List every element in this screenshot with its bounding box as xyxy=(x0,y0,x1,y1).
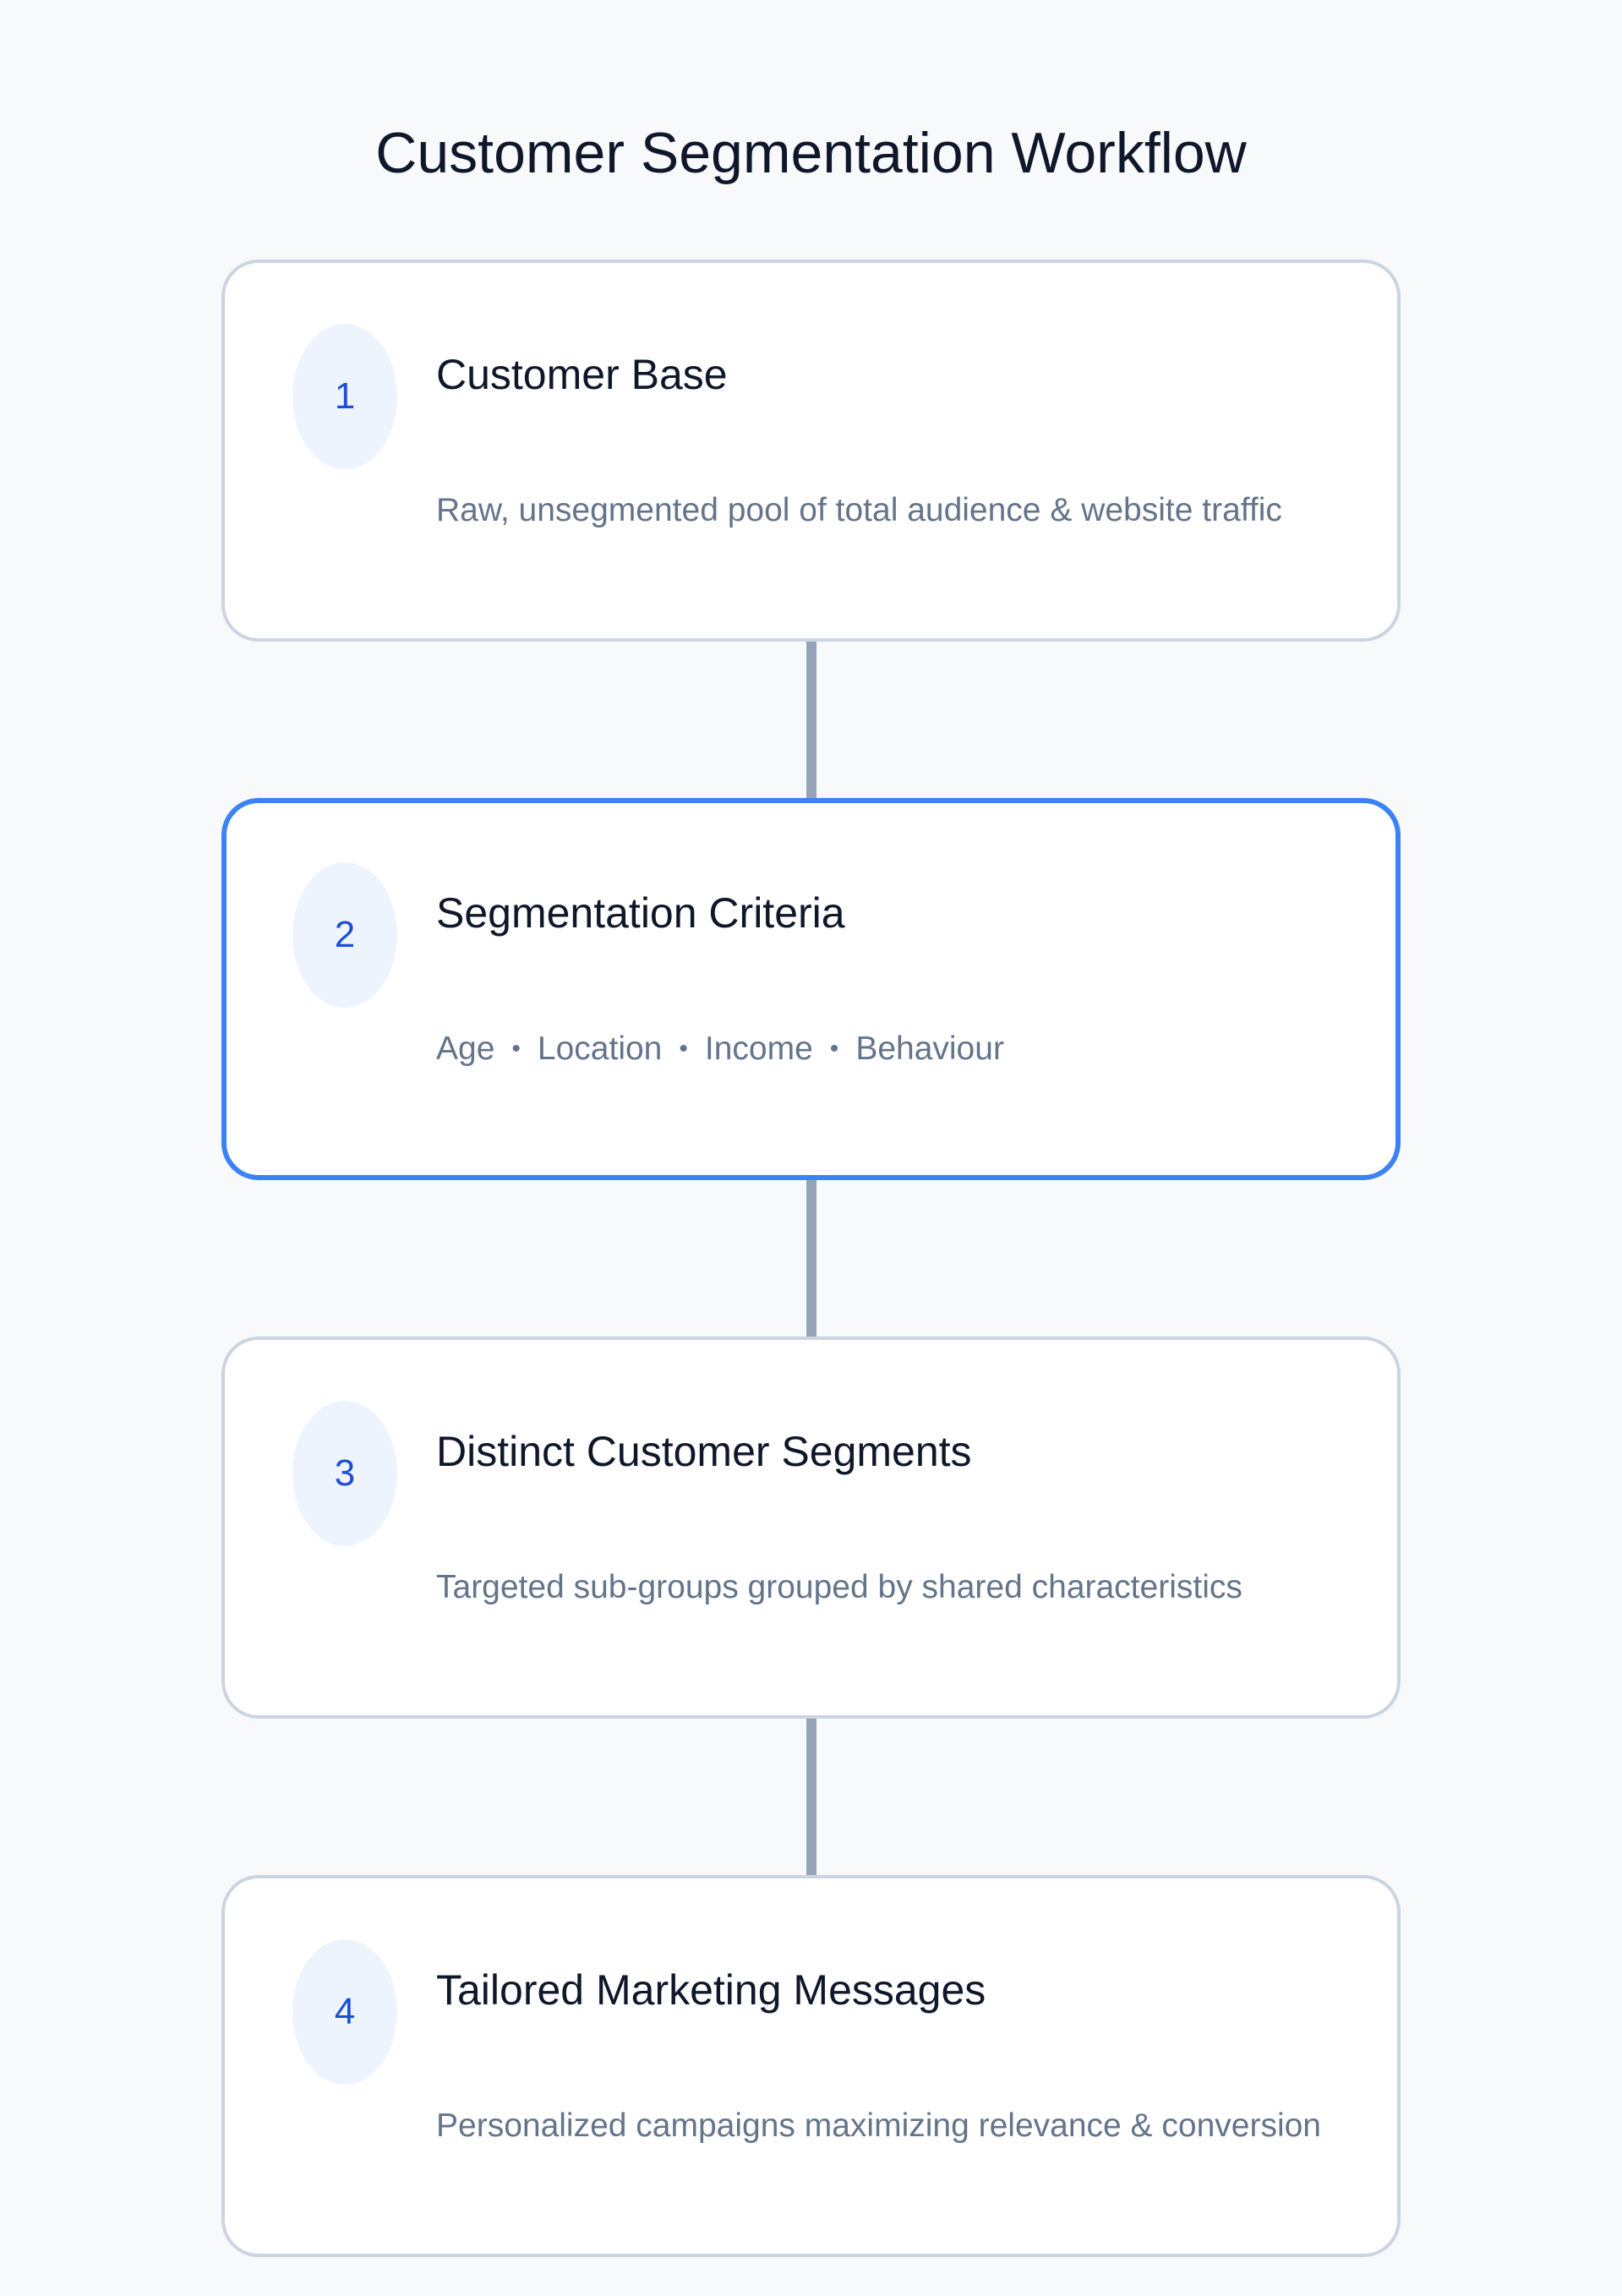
step-title: Segmentation Criteria xyxy=(436,889,845,937)
step-title: Distinct Customer Segments xyxy=(436,1428,972,1475)
step-card-segmentation-criteria: 2 Segmentation Criteria Age • Location •… xyxy=(221,798,1401,1180)
bullet-separator: • xyxy=(829,1035,839,1063)
step-title: Customer Base xyxy=(436,351,728,398)
connector-line xyxy=(806,642,816,798)
criteria-item-age: Age xyxy=(436,1030,495,1067)
step-description: Raw, unsegmented pool of total audience … xyxy=(436,492,1282,528)
step-card-distinct-segments: 3 Distinct Customer Segments Targeted su… xyxy=(221,1337,1401,1719)
diagram-title: Customer Segmentation Workflow xyxy=(375,121,1247,185)
bullet-separator: • xyxy=(679,1035,688,1063)
step-number-badge: 1 xyxy=(292,324,397,469)
step-card-tailored-messages: 4 Tailored Marketing Messages Personaliz… xyxy=(221,1875,1401,2257)
step-number-badge: 4 xyxy=(292,1939,397,2085)
bullet-separator: • xyxy=(511,1035,521,1063)
step-number-badge: 3 xyxy=(292,1401,397,1546)
connector-line xyxy=(806,1180,816,1337)
step-description: Targeted sub-groups grouped by shared ch… xyxy=(436,1569,1242,1605)
criteria-item-location: Location xyxy=(537,1030,663,1067)
step-title: Tailored Marketing Messages xyxy=(436,1966,986,2014)
criteria-item-behaviour: Behaviour xyxy=(855,1030,1004,1067)
step-description: Personalized campaigns maximizing releva… xyxy=(436,2107,1322,2144)
step-number-badge: 2 xyxy=(292,862,397,1008)
criteria-list: Age • Location • Income • Behaviour xyxy=(436,1028,1004,1070)
criteria-item-income: Income xyxy=(704,1030,813,1067)
step-card-customer-base: 1 Customer Base Raw, unsegmented pool of… xyxy=(221,260,1401,642)
connector-line xyxy=(806,1719,816,1875)
